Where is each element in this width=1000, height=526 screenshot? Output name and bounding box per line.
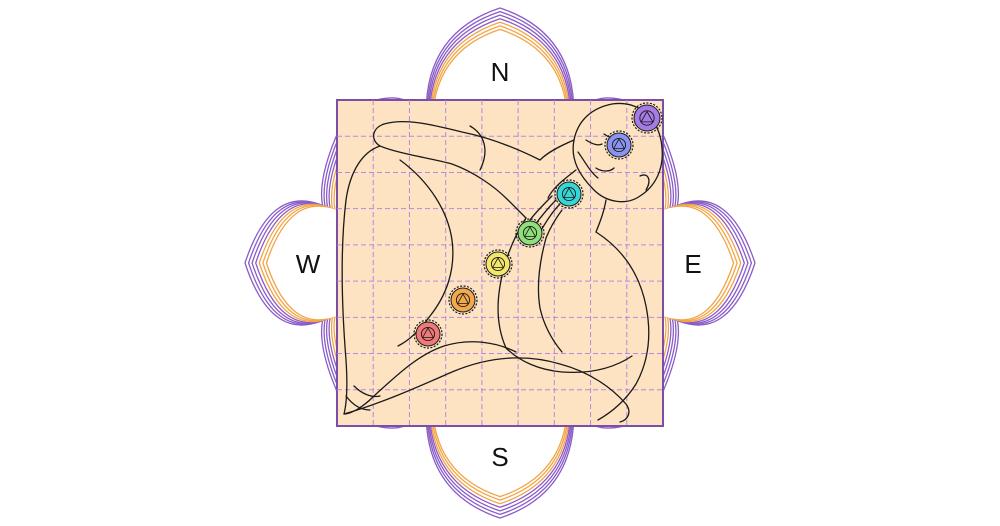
throat-chakra-icon (554, 179, 584, 209)
figure-thigh (505, 347, 633, 374)
figure-right-leg (343, 357, 630, 423)
north-label: N (491, 57, 510, 87)
third-eye-chakra-icon (604, 130, 634, 160)
figure-head (572, 102, 663, 203)
crown-chakra-icon (631, 102, 663, 134)
figure-face (577, 133, 621, 179)
heart-chakra-icon (515, 218, 545, 248)
solar-plexus-chakra-icon (483, 249, 513, 279)
figure-hand (529, 195, 563, 239)
mandala-grid (337, 100, 663, 426)
root-chakra-icon (413, 319, 443, 349)
figure-shoulder-arm (595, 231, 650, 421)
sacral-chakra-icon (448, 285, 478, 315)
seated-figure-outline (341, 102, 663, 423)
figure-left-leg (341, 145, 517, 415)
figure-foot (345, 385, 381, 411)
chakra-points (413, 102, 663, 349)
figure-back (469, 125, 486, 171)
west-label: W (296, 249, 321, 279)
east-label: E (684, 249, 701, 279)
figure-ear (639, 174, 650, 191)
figure-torso (497, 217, 563, 353)
figure-raised-arm (373, 120, 575, 219)
south-label: S (491, 442, 508, 472)
